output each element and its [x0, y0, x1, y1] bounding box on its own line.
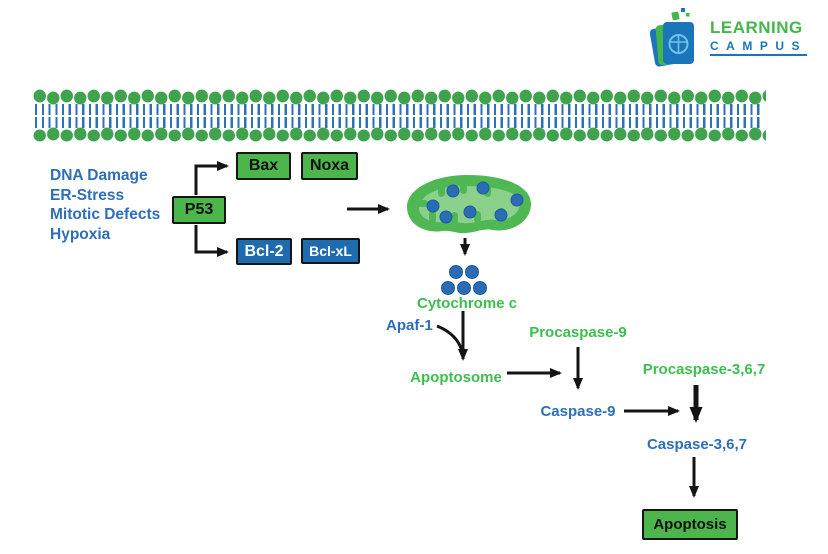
arrow-p53-to-bax	[194, 161, 229, 195]
label-apoptosome: Apoptosome	[410, 369, 502, 386]
learning-campus-logo-icon	[649, 8, 694, 67]
stimulus-er-stress: ER-Stress	[50, 186, 125, 204]
learning-campus-logo-text: LEARNING CAMPUS	[710, 18, 808, 56]
node-bax: Bax	[236, 152, 291, 180]
node-bcl2: Bcl-2	[236, 238, 292, 265]
stimulus-hypoxia: Hypoxia	[50, 225, 111, 243]
stimuli-list: DNA Damage ER-Stress Mitotic Defects Hyp…	[50, 166, 160, 244]
label-procaspase-367: Procaspase-3,6,7	[642, 361, 766, 378]
stimulus-dna-damage: DNA Damage	[50, 167, 148, 184]
logo-subtitle: CAMPUS	[710, 39, 808, 56]
arrow-p53-to-bcl2	[194, 225, 229, 257]
label-apaf1: Apaf-1	[386, 317, 433, 334]
stimulus-mitotic-defects: Mitotic Defects	[50, 206, 161, 223]
released-cytochrome-c-dots	[441, 265, 487, 295]
node-noxa: Noxa	[301, 152, 358, 180]
logo-title: LEARNING	[710, 18, 803, 37]
mitochondrion-cristae	[415, 183, 505, 224]
label-caspase-9: Caspase-9	[540, 403, 616, 420]
label-procaspase-9: Procaspase-9	[529, 324, 627, 341]
arrow-apaf1-merge	[436, 324, 464, 352]
learning-campus-logo: LEARNING CAMPUS	[648, 6, 808, 68]
node-p53: P53	[172, 196, 226, 224]
node-apoptosis: Apoptosis	[642, 509, 738, 540]
cell-membrane-lipid-bilayer	[33, 89, 766, 142]
label-cytochrome-c: Cytochrome c	[416, 295, 518, 312]
node-bclxl: Bcl-xL	[301, 238, 360, 264]
mitochondrion	[407, 175, 531, 234]
label-caspase-367: Caspase-3,6,7	[646, 436, 748, 453]
cytochrome-c-dots-inside	[426, 181, 524, 224]
